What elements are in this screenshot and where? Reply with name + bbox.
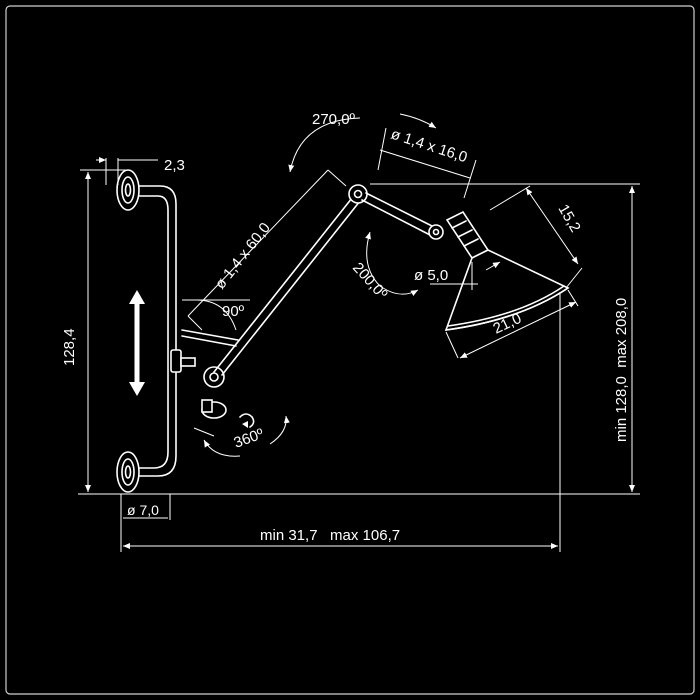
- shade-height-label: 15,2: [555, 202, 584, 236]
- lower-arm-label: ø 1,4 x 60,0: [212, 220, 274, 293]
- socket-diameter-label: ø 5,0: [414, 267, 448, 284]
- wall-rail: [116, 169, 225, 493]
- width-range-label: min 31,7 max 106,7: [260, 527, 400, 544]
- lamp-arms: [181, 184, 444, 376]
- height-range-label: min 128,0 max 208,0: [613, 298, 630, 442]
- lamp-shade: [444, 210, 570, 331]
- upper-arm-label: ø 1,4 x 16,0: [389, 126, 470, 167]
- rotation-upper-label: 270,0º: [312, 111, 356, 128]
- rail-height-label: 128,4: [61, 328, 78, 366]
- wall-pad-thickness-label: 2,3: [164, 157, 185, 174]
- angle-joint-label: 90º: [222, 303, 245, 320]
- rotation-knob: [201, 399, 255, 428]
- vertical-adjust-arrow: [129, 290, 145, 396]
- rotation-head-label: 200,0º: [349, 259, 391, 303]
- rotation-base-label: 360º: [232, 425, 267, 452]
- base-diameter-label: ø 7,0: [127, 502, 159, 518]
- drawing-frame: [5, 5, 695, 695]
- dimension-lines: [78, 113, 640, 552]
